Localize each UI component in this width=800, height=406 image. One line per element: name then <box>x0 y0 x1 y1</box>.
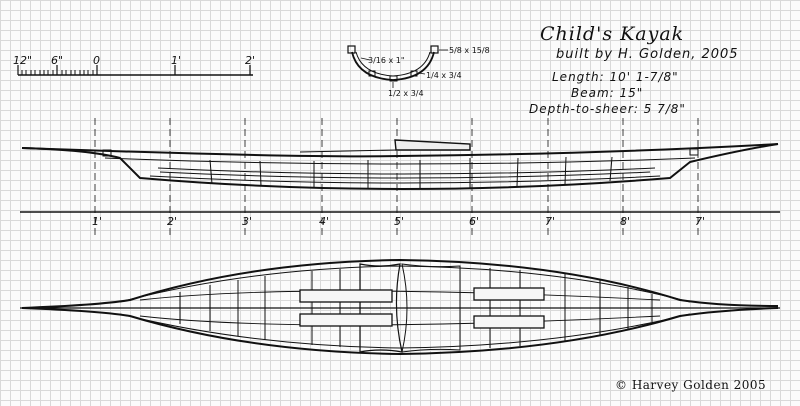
station-label-1: 1' <box>92 215 102 228</box>
top-plan-view <box>20 258 780 356</box>
scale-label-12in: 12" <box>13 54 32 67</box>
builder-credit: built by H. Golden, 2005 <box>556 47 739 62</box>
section-label-keelson: 1/2 x 3/4 <box>388 89 424 98</box>
scale-label-6in: 6" <box>51 54 63 67</box>
station-label-9: 7' <box>695 215 705 228</box>
scale-label-0: 0 <box>93 54 100 67</box>
station-label-6: 6' <box>469 215 479 228</box>
station-label-5: 5' <box>394 215 404 228</box>
beam-spec: Beam: 15" <box>571 86 643 100</box>
station-label-4: 4' <box>319 215 329 228</box>
section-label-stringer: 1/4 x 3/4 <box>426 71 462 80</box>
depth-spec: Depth-to-sheer: 5 7/8" <box>529 102 686 116</box>
section-label-rib: 3/16 x 1" <box>368 56 405 65</box>
cross-section <box>347 45 448 88</box>
copyright-signature: © Harvey Golden 2005 <box>615 378 766 392</box>
length-spec: Length: 10' 1-7/8" <box>552 70 679 84</box>
drawing-title: Child's Kayak <box>540 23 684 45</box>
side-profile-view <box>20 118 780 236</box>
station-label-7: 7' <box>545 215 555 228</box>
scale-label-2ft: 2' <box>245 54 255 67</box>
station-label-2: 2' <box>167 215 177 228</box>
scale-label-1ft: 1' <box>171 54 181 67</box>
section-label-gunwale: 5/8 x 15/8 <box>449 46 490 55</box>
station-label-8: 8' <box>620 215 630 228</box>
station-label-3: 3' <box>242 215 252 228</box>
scale-bar: 12" 6" 0 1' 2' <box>13 54 255 76</box>
